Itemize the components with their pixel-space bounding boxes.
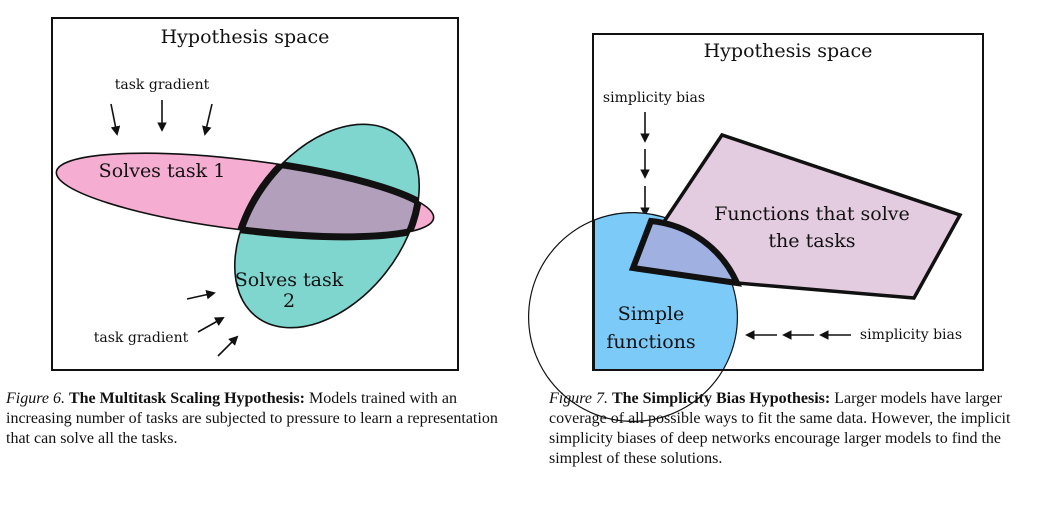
figure6-bottom-arrow-2 <box>197 317 225 333</box>
figure7-diagram: Hypothesis space simplicity bias Functio… <box>528 33 984 422</box>
figure7-caption-number: Figure 7. <box>549 390 608 407</box>
figure6-caption-text: Models trained with an increasing number… <box>6 390 498 447</box>
figure7-box-title: Hypothesis space <box>704 40 873 62</box>
figure6-bottom-arrow-3 <box>217 335 239 357</box>
figure7-solve-label-line1: Functions that solve <box>714 203 910 225</box>
figure7-simple-label-line2: functions <box>606 331 695 353</box>
figure6-task2-label-line1: Solves task <box>235 269 344 291</box>
figure6-caption: Figure 6. The Multitask Scaling Hypothes… <box>6 389 506 449</box>
figure6-caption-number: Figure 6. <box>6 390 65 407</box>
figure7-caption: Figure 7. The Simplicity Bias Hypothesis… <box>549 389 1035 469</box>
figure6-caption-title: The Multitask Scaling Hypothesis: <box>68 390 305 407</box>
figure6-top-arrows-label: task gradient <box>115 77 210 93</box>
figure7-left-arrows-label: simplicity bias <box>603 90 705 106</box>
figure6-top-arrow-3 <box>202 103 213 136</box>
figure6-bottom-arrows-label: task gradient <box>94 330 189 346</box>
figure6-box-title: Hypothesis space <box>161 26 330 48</box>
figure7-simple-label-line1: Simple <box>618 303 685 325</box>
figure7-caption-text: Larger models have larger coverage of al… <box>549 390 1011 467</box>
figure7-caption-title: The Simplicity Bias Hypothesis: <box>611 390 831 407</box>
figure6-top-arrow-1 <box>110 103 121 136</box>
figure7-right-arrows-label: simplicity bias <box>860 327 962 343</box>
figure6-task2-label-line2: 2 <box>283 290 295 312</box>
figure6-task1-label: Solves task 1 <box>99 160 226 182</box>
figure6-diagram: Hypothesis space task gradient Solves ta… <box>51 17 459 371</box>
figure6-bottom-arrow-1 <box>186 289 216 300</box>
figure7-overlap-region <box>628 217 742 287</box>
figure7-solve-label-line2: the tasks <box>768 230 855 252</box>
